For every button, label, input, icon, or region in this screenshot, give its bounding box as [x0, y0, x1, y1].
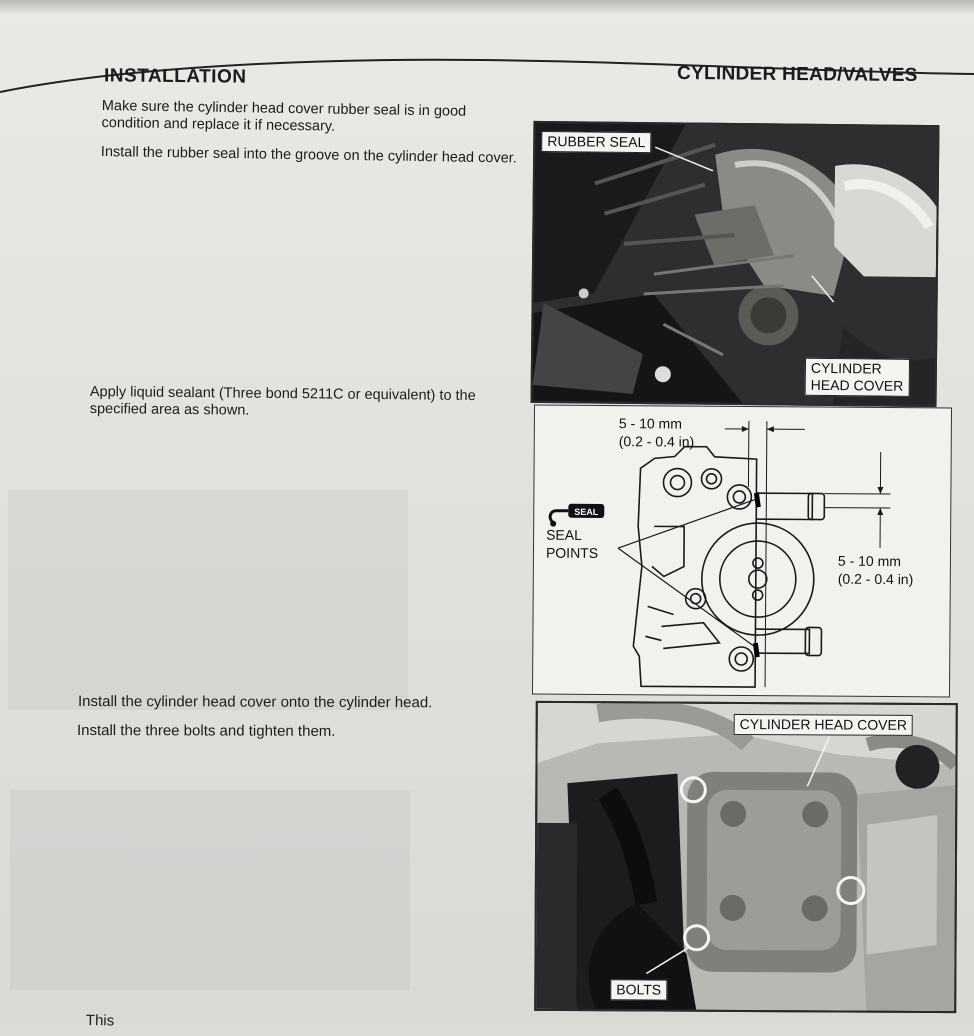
cylinder-head-cover-label: CYLINDER HEAD COVER [734, 714, 913, 736]
seal-points-line2: POINTS [546, 544, 598, 562]
engine-photo-illustration [536, 703, 956, 1011]
side-dimension-label: 5 - 10 mm (0.2 - 0.4 in) [838, 552, 914, 589]
cover-label-line2: HEAD COVER [811, 377, 904, 395]
rubber-seal-label: RUBBER SEAL [541, 131, 651, 153]
seal-icon-text: SEAL [574, 507, 599, 517]
cylinder-head-cover-label: CYLINDER HEAD COVER [805, 358, 910, 397]
top-dimension-mm: 5 - 10 mm [619, 414, 695, 433]
seal-tube-icon: SEAL [550, 504, 604, 527]
step-install-seal: Install the rubber seal into the groove … [101, 144, 521, 168]
chapter-title: CYLINDER HEAD/VALVES [677, 63, 918, 87]
step-apply-sealant: Apply liquid sealant (Three bond 5211C o… [90, 384, 530, 423]
step-install-bolts: Install the three bolts and tighten them… [77, 722, 517, 741]
bleed-through-block [10, 790, 410, 990]
bolts-label: BOLTS [610, 979, 667, 1000]
seal-points-line1: SEAL [546, 526, 598, 544]
seal-points-label: SEAL POINTS [546, 526, 598, 562]
installed-cover-photo: CYLINDER HEAD COVER BOLTS [534, 701, 958, 1013]
side-dimension-in: (0.2 - 0.4 in) [838, 570, 914, 589]
bleed-through-block [8, 490, 408, 710]
step-install-cover: Install the cylinder head cover onto the… [78, 693, 518, 712]
top-dimension-label: 5 - 10 mm (0.2 - 0.4 in) [619, 414, 695, 451]
section-title: INSTALLATION [104, 65, 247, 88]
page-top-edge [0, 0, 974, 14]
sealant-diagram: SEAL 5 - 10 mm (0.2 - 0.4 in) 5 - 10 mm … [532, 405, 952, 698]
top-dimension-in: (0.2 - 0.4 in) [619, 432, 695, 451]
side-dimension-mm: 5 - 10 mm [838, 552, 914, 571]
step-check-seal: Make sure the cylinder head cover rubber… [101, 98, 521, 139]
cover-label-line1: CYLINDER [811, 360, 904, 378]
rubber-seal-photo: RUBBER SEAL CYLINDER HEAD COVER [531, 121, 940, 407]
